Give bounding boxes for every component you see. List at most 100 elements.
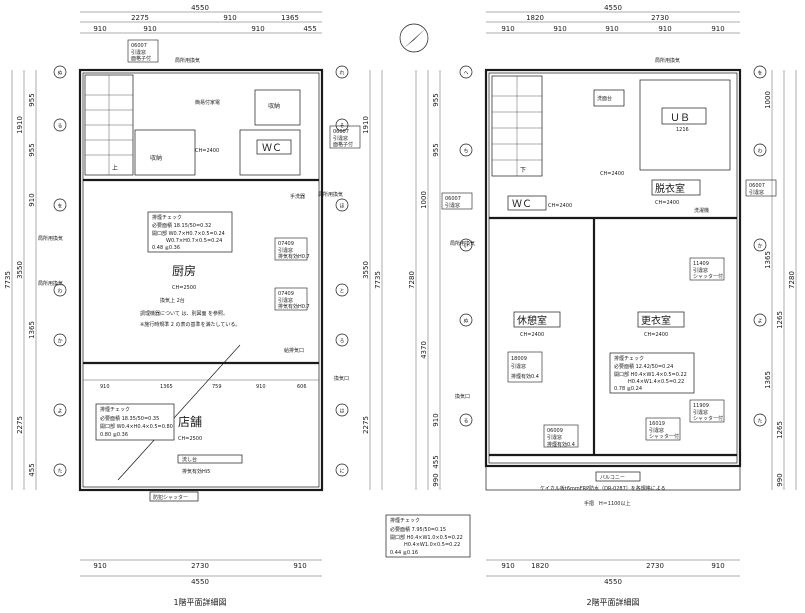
plan2-caption: 2階平面詳細図	[586, 597, 639, 607]
plan2-balcony-area	[485, 465, 741, 491]
grid-marker-label: か	[757, 243, 762, 250]
plan2-ub-room	[639, 79, 731, 171]
plan2-left-e: 910	[432, 413, 440, 426]
plan2-top-a: 1820	[526, 14, 544, 22]
plan1-storage1: 収納	[150, 154, 162, 162]
plan2-check-l4: 0.78 ≧0.24	[614, 386, 642, 392]
plan1-check1-l1: 必要面積 18.15/50=0.32	[152, 222, 211, 229]
plan1-check2-l2: 開口部 W0.4×H0.4×0.5=0.80	[100, 423, 173, 430]
plan2-washer: 洗濯機	[694, 207, 709, 214]
plan1-w4: 07409	[278, 291, 294, 297]
plan2-check-box	[609, 352, 695, 394]
plan1-left-c: 955	[28, 143, 36, 156]
plan2-ch: CH=2400	[600, 171, 624, 177]
north-arrow-icon	[399, 23, 429, 53]
plan1-left-b: 955	[28, 93, 36, 106]
grid-marker-circle	[335, 403, 349, 417]
plan1-int-a: 910	[100, 384, 110, 390]
grid-marker-label: わ	[757, 148, 762, 155]
plan1-shutter: 防犯シャッター	[153, 494, 188, 501]
grid-marker-label: を	[757, 70, 762, 77]
grid-marker-label: に	[339, 469, 344, 475]
grid-marker-circle	[459, 65, 473, 79]
plan2-group: 4550 1820 2730 910 910 910 910 910 下 洗面台…	[385, 4, 797, 607]
grid-marker-circle	[459, 313, 473, 327]
plan1-int-c: 759	[212, 384, 222, 390]
grid-marker-label: と	[339, 289, 344, 295]
plan2-check3-l1: 必要面積 7.95/50=0.15	[390, 526, 446, 533]
plan2-rail: 手摺 H＝1100以上	[584, 500, 631, 507]
grid-marker-circle	[753, 238, 767, 252]
plan2-rest: 休憩室	[517, 314, 547, 327]
plan1-bot-a: 910	[93, 562, 106, 570]
plan1-tank: 手洗器	[290, 193, 305, 200]
plan2-bot-total: 4550	[604, 578, 622, 586]
plan1-right-total: 7735	[374, 271, 382, 289]
grid-marker-label: れ	[339, 71, 344, 77]
plan2-check-l3: H0.4×W1.4×0.5=0.22	[628, 379, 684, 385]
plan1-w2: 06007	[333, 129, 349, 135]
plan1-bot-total: 4550	[191, 578, 209, 586]
plan1-wc: ＷＣ	[262, 143, 282, 154]
grid-marker-label: そ	[339, 123, 344, 130]
plan2-w4a: 引違窓	[511, 363, 526, 370]
plan1-kitchen-note2: 調理機器について は、別図面 を参照。	[140, 310, 228, 317]
plan2-wc-ch: CH=2400	[548, 203, 572, 209]
plan2-check3-l2: 開口部 H0.4×W1.0×0.5=0.22	[390, 534, 463, 541]
plan2-ub-size: 1216	[676, 127, 689, 133]
plan2-top-g: 910	[711, 25, 724, 33]
grid-marker-circle	[753, 413, 767, 427]
plan1-stair-up: 上	[112, 164, 118, 172]
plan1-w2a: 引違窓	[333, 135, 348, 142]
plan2-stair-dn: 下	[520, 167, 526, 174]
plan1-left-f: 455	[28, 463, 36, 476]
plan1-entry-exhaust: 局所用換気	[38, 280, 63, 287]
plan2-dressing-ch: CH=2400	[655, 200, 679, 206]
grid-marker-circle	[335, 118, 349, 132]
plan1-left-d: 3550	[16, 261, 24, 279]
plan2-left-a: 1000	[420, 191, 428, 209]
plan1-left-e: 2275	[16, 416, 24, 434]
grid-marker-circle	[335, 463, 349, 477]
plan1-top-d: 910	[93, 25, 106, 33]
plan2-right-c: 1365	[764, 371, 772, 389]
plan2-balcony-note: ケイカル板t6mmFRP防水（DR-0287）を各規格による	[540, 485, 666, 492]
plan2-w3b: シャッター付	[693, 273, 723, 280]
plan2-w7a: 引違窓	[693, 409, 708, 416]
grid-marker-circle	[459, 143, 473, 157]
plan2-right-b: 1365	[764, 251, 772, 269]
plan1-w2b: 面格子付	[333, 141, 353, 148]
plan1-check1-l2: 開口部 W0.7×H0.7×0.5=0.24	[152, 230, 225, 237]
plan1-check2-l1: 必要面積 18.35/50=0.35	[100, 415, 159, 422]
plan1-check2-title: 排煙チェック	[100, 406, 130, 413]
grid-marker-label: を	[57, 203, 62, 210]
plan2-rest-ch: CH=2400	[520, 332, 544, 338]
plan2-w7b: シャッター付	[693, 415, 723, 422]
plan2-right-f: 990	[776, 473, 784, 486]
plan2-right-e: 1265	[776, 421, 784, 439]
plan2-bot-d: 910	[711, 562, 724, 570]
plan2-bot-a: 1820	[531, 562, 549, 570]
plan1-bot-b: 2730	[191, 562, 209, 570]
plan2-w7: 11909	[693, 403, 709, 409]
plan2-check-l1: 必要面積 12.42/50=0.24	[614, 363, 673, 370]
plan2-w5a: 引違窓	[547, 434, 562, 441]
grid-marker-label: は	[339, 409, 344, 415]
plan2-wash-basin: 洗面台	[597, 95, 612, 102]
grid-marker-circle	[753, 143, 767, 157]
plan2-left-g: 990	[432, 473, 440, 486]
plan2-w3: 11409	[693, 261, 709, 267]
plan2-w5b: 排煙有効0.4	[547, 441, 575, 448]
grid-marker-label: た	[757, 419, 762, 425]
plan1-check2-l3: 0.80 ≧0.36	[100, 432, 128, 438]
grid-marker-circle	[459, 413, 473, 427]
grid-marker-label: よ	[757, 319, 762, 325]
grid-marker-label: ち	[463, 149, 468, 155]
plan2-check3-box	[385, 514, 471, 558]
plan1-sink: 流し台	[182, 456, 197, 463]
plan1-bot-c: 910	[293, 562, 306, 570]
plan2-check-l2: 開口部 H0.4×W1.4×0.5=0.22	[614, 371, 687, 378]
plan1-shop-ch: CH=2500	[178, 436, 202, 442]
plan1-check1-l3: W0.7×H0.7×0.5=0.24	[166, 238, 222, 244]
